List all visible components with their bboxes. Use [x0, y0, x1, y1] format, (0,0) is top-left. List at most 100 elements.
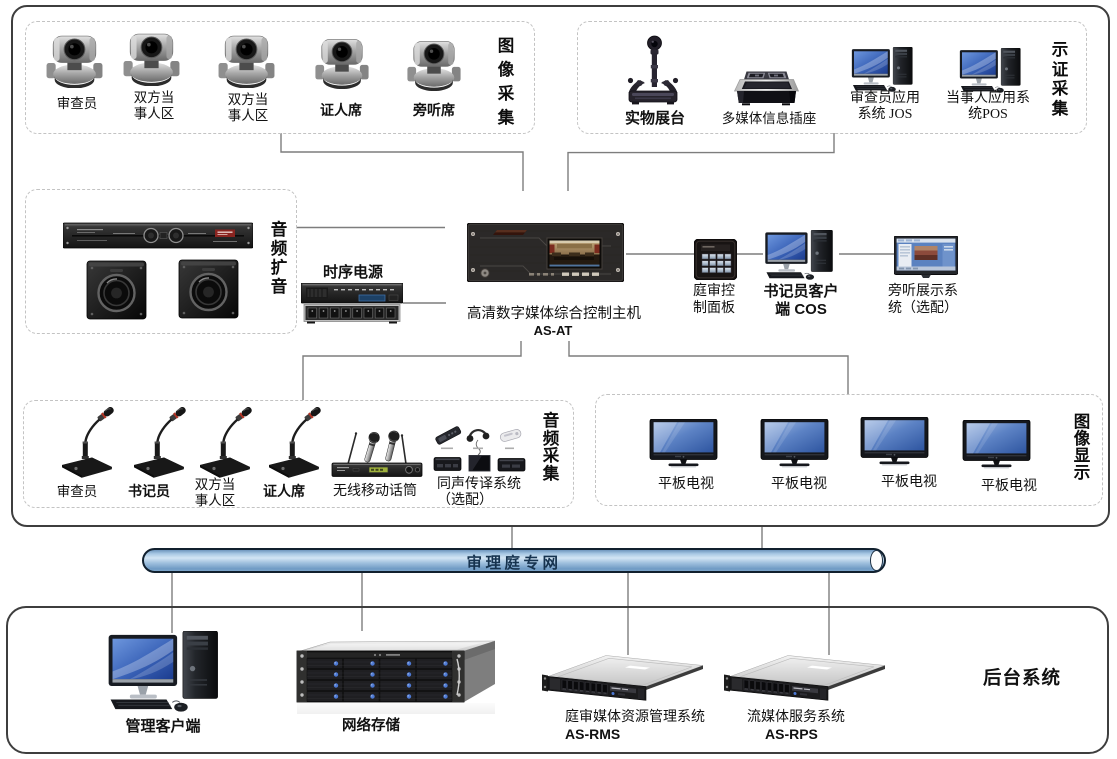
- clerk-client-label: 书记员客户端 COS: [763, 283, 838, 318]
- host-model-label: AS-AT: [533, 323, 573, 338]
- camera-label: 双方当事人区: [134, 90, 175, 122]
- camera-label: 双方当事人区: [228, 92, 269, 124]
- camera-label: 证人席: [320, 102, 362, 119]
- ptz-camera-icon: [216, 32, 277, 88]
- label-line: 双方当: [133, 90, 175, 105]
- tv-label: 平板电视: [881, 475, 937, 490]
- speaker-icon: [177, 258, 240, 320]
- label-line: 审查员: [56, 96, 98, 111]
- label-line: 事人区: [227, 108, 269, 123]
- image-display-group: [595, 394, 1103, 506]
- wire-host-to-tvs: [568, 341, 849, 394]
- interpretation-label: 同声传译系统（选配）: [437, 477, 521, 509]
- interpretation-system-icon: [432, 425, 529, 478]
- multimedia-socket-label: 多媒体信息插座: [722, 111, 817, 127]
- pipe-end-cap: [870, 550, 883, 571]
- label-line: 审查员应用: [850, 91, 920, 106]
- audio-capture-group: [23, 400, 574, 508]
- label-line: 端 COS: [775, 300, 827, 318]
- audio-capture-title: 音频采集: [542, 412, 560, 483]
- label-line: 书记员客户: [763, 283, 839, 300]
- backend-title: 后台系统: [982, 667, 1062, 688]
- camera-label: 旁听席: [413, 102, 455, 119]
- audio-amplify-group: [25, 189, 297, 334]
- flat-tv-icon: [962, 420, 1031, 469]
- backend-systems-box: [6, 606, 1109, 754]
- network-pipe-label: 审理庭专网: [466, 555, 562, 572]
- power-sequencer-icon: [301, 283, 403, 324]
- tv-label: 平板电视: [981, 479, 1037, 494]
- ptz-camera-icon: [313, 35, 371, 89]
- display-monitor-icon: [894, 236, 958, 278]
- gooseneck-mic-icon: [131, 404, 187, 478]
- camera-label: 审查员: [57, 96, 98, 112]
- image-display-title: 图像显示: [1073, 413, 1091, 482]
- label-line: 系统 JOS: [857, 107, 913, 122]
- mic-label: 审查员: [57, 484, 98, 500]
- host-label: 高清数字媒体综合控制主机: [467, 306, 641, 322]
- flat-tv-icon: [649, 419, 718, 468]
- mic-label: 证人席: [263, 483, 305, 500]
- label-line: 同声传译系统: [437, 477, 521, 492]
- image-capture-group: [25, 21, 535, 134]
- inspector-app-label: 审查员应用系统 JOS: [850, 91, 920, 123]
- label-line: 旁听展示系: [888, 284, 958, 299]
- power-sequencer-label: 时序电源: [322, 264, 384, 281]
- network-pipe: 审理庭专网: [142, 548, 886, 573]
- audience-display-label: 旁听展示系统（选配）: [888, 284, 958, 317]
- wire-evidence-to-host: [567, 133, 835, 191]
- gooseneck-mic-icon: [266, 404, 322, 478]
- rms-system-label: 庭审媒体资源管理系统: [565, 710, 705, 725]
- rps-system-code: AS-RPS: [765, 726, 818, 742]
- label-line: 统（选配）: [888, 300, 958, 316]
- label-line: 书记员: [128, 483, 170, 499]
- evidence-capture-group: [577, 21, 1087, 134]
- label-line: 审查员: [56, 484, 98, 499]
- gooseneck-mic-icon: [197, 404, 253, 478]
- control-panel-icon: [694, 239, 737, 280]
- wire-cameras-to-host: [280, 133, 524, 191]
- wireless-mic-set-icon: [331, 429, 423, 479]
- label-line: 双方当: [194, 477, 236, 492]
- evidence-capture-title: 示证采集: [1051, 41, 1069, 118]
- label-line: 证人席: [263, 483, 305, 499]
- wire-host-to-mics: [302, 341, 522, 400]
- wireless-mic-label: 无线移动话筒: [333, 484, 417, 499]
- tv-label: 平板电视: [658, 477, 714, 492]
- document-camera-icon: [626, 35, 680, 105]
- audio-amplify-title: 音频扩音: [270, 221, 288, 296]
- label-line: 制面板: [693, 300, 735, 316]
- label-line: 事人区: [133, 106, 175, 121]
- network-storage-label: 网络存储: [342, 718, 400, 734]
- media-control-host-icon: [467, 223, 624, 282]
- label-line: 多媒体信息插座: [721, 111, 817, 126]
- speaker-icon: [85, 259, 148, 321]
- ptz-camera-icon: [121, 30, 182, 86]
- storage-server-icon: [291, 637, 497, 714]
- multimedia-socket-icon: [733, 69, 799, 106]
- desktop-computer-icon: [959, 48, 1025, 93]
- ptz-camera-icon: [405, 37, 463, 91]
- mic-label: 双方当事人区: [195, 477, 236, 509]
- amplifier-icon: [63, 221, 253, 250]
- label-line: 双方当: [227, 92, 269, 107]
- label-line: （选配）: [437, 493, 493, 508]
- label-line: 实物展台: [624, 110, 686, 127]
- party-app-label: 当事人应用系统POS: [946, 91, 1030, 123]
- label-line: 证人席: [320, 102, 362, 118]
- mic-label: 书记员: [128, 483, 170, 500]
- label-line: 事人区: [194, 493, 236, 508]
- label-line: 统POS: [968, 107, 1008, 122]
- desktop-computer-icon: [851, 47, 917, 92]
- rms-system-code: AS-RMS: [565, 726, 621, 742]
- flat-tv-icon: [760, 419, 829, 468]
- flat-tv-icon: [860, 417, 929, 466]
- gooseneck-mic-icon: [59, 404, 115, 478]
- ptz-camera-icon: [44, 32, 105, 88]
- label-line: 当事人应用系: [946, 91, 1030, 106]
- rack-server-icon: [724, 654, 888, 703]
- desktop-computer-icon: [100, 631, 233, 712]
- rps-system-label: 流媒体服务系统: [747, 710, 845, 725]
